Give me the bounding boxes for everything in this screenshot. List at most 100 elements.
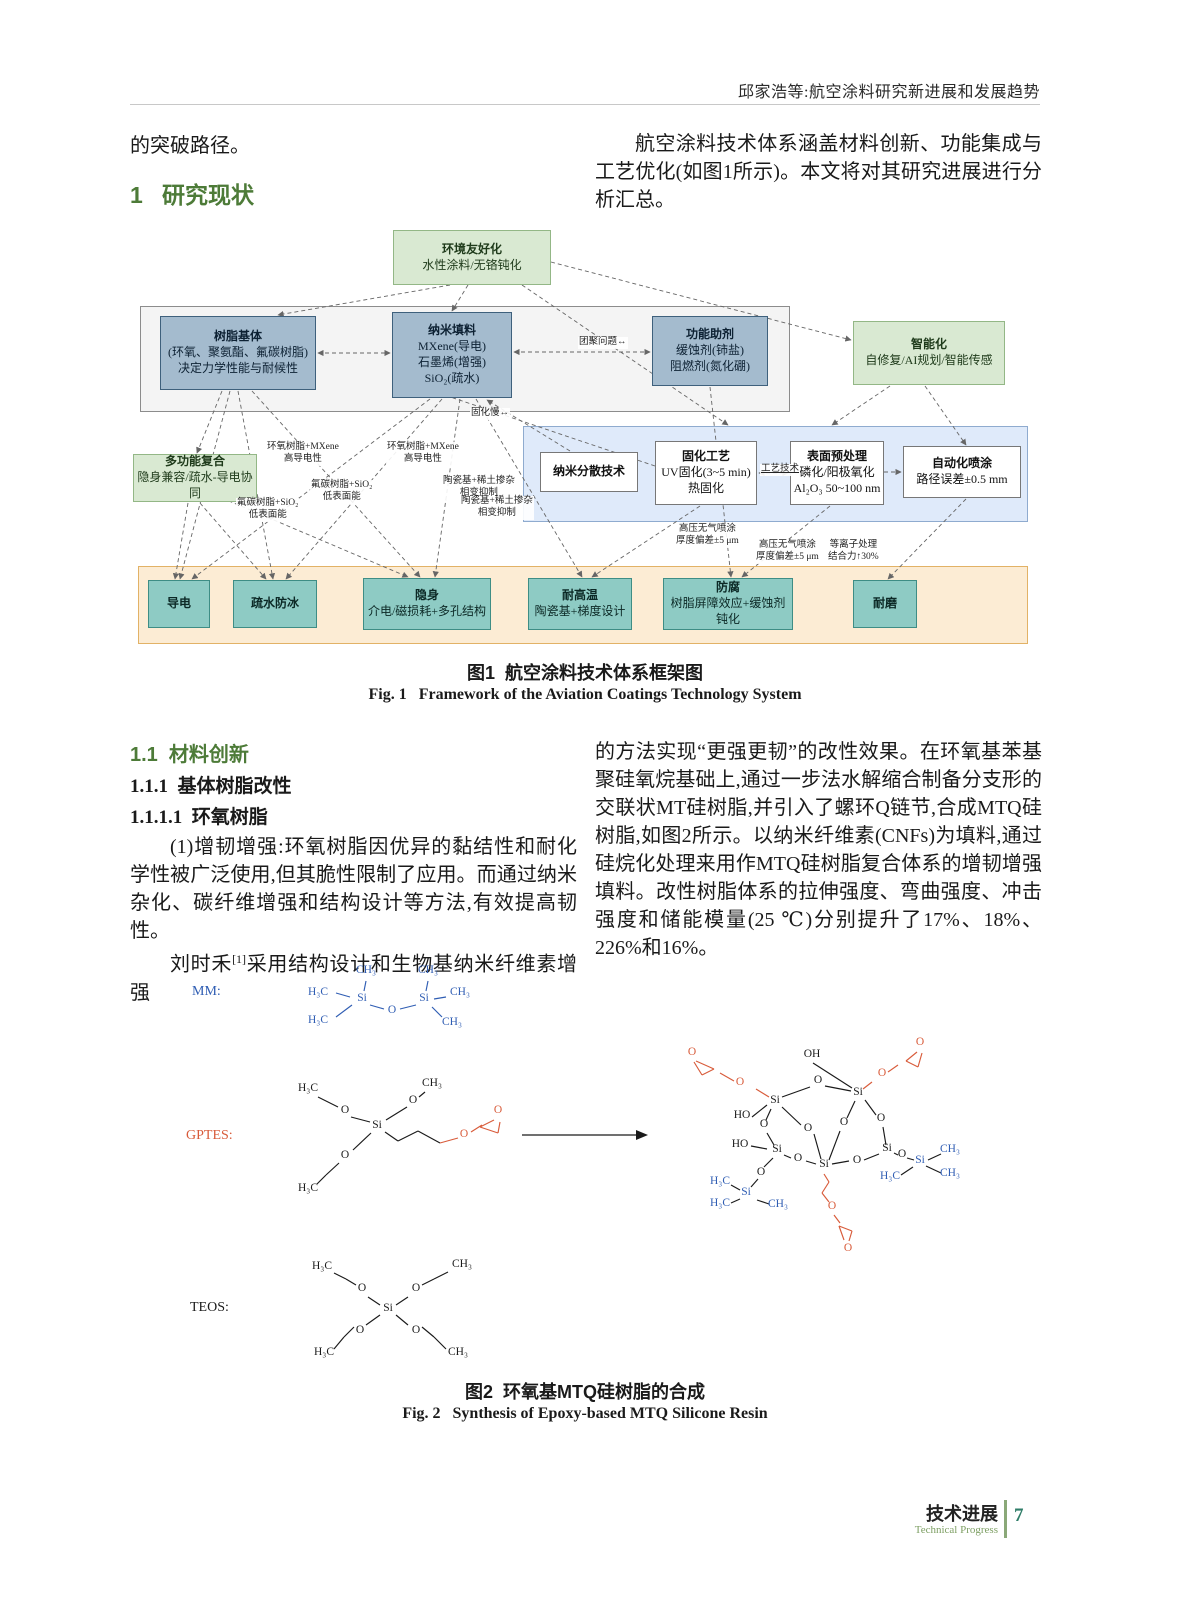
multifunction-box-text: 隐身兼容/疏水-导电协同 [137,470,253,500]
nano-filler-box-text: SiO₂(疏水) [424,370,480,385]
atom-label: CH₃ [768,1198,788,1210]
atom-label: O [757,1166,765,1178]
diagram-edge [486,399,571,452]
fluorocarbon-sio2-label-1-text: 低表面能 [322,491,361,502]
ceramic-rareearth-label-1: 陶瓷基+稀土掺杂相变抑制 [442,476,516,500]
page-number: 7 [1014,1505,1024,1526]
slow-curing-label-text: 固化慢↔ [471,408,510,418]
auto-spray-box-text: 路径误差±0.5 mm [916,472,1008,486]
bond [882,1126,887,1146]
bond [693,1061,703,1076]
airless-spray-label-1: 高压无气喷涂厚度偏差±5 μm [675,524,740,548]
wear-resistant-box: 耐磨 [853,580,917,628]
bond [812,1062,853,1089]
nano-filler-box-text: 石墨烯(增强) [418,355,486,369]
bond [418,1091,426,1098]
curing-box-text: 热固化 [687,480,724,495]
heat-resistant-box-text: 陶瓷基+梯度设计 [534,604,626,618]
bond [862,1081,873,1090]
right-column-text: 的方法实现“更强更韧”的改性效果。在环氧基苯基聚硅氧烷基础上,通过一步法水解缩合… [595,741,1042,959]
atom-label: H₃C [880,1170,900,1182]
smart-box: 智能化自修复/AI规划/智能传感 [853,321,1005,385]
bond [350,1116,371,1123]
bond [730,1184,741,1191]
atom-label: CH₃ [450,986,470,998]
nano-dispersion-box-text: 纳米分散技术 [552,464,625,479]
auto-spray-box: 自动化喷涂路径误差±0.5 mm [903,446,1021,498]
atom-label: O [341,1104,349,1116]
atom-label: H₃C [710,1197,730,1209]
bond [781,1086,811,1098]
bond [367,1296,381,1306]
atom-label: O [814,1074,822,1086]
reference-marker: [1] [232,952,247,966]
atom-label: O [412,1324,420,1336]
agglomeration-label: 团聚问题↔ [578,337,628,349]
plasma-label-text: 等离子处理 [829,540,878,550]
bond [325,1162,340,1176]
atom-label: O [804,1122,812,1134]
header-rule [130,104,1040,105]
bond [479,1126,499,1134]
atom-label: H₃C [312,1260,332,1272]
bond [316,1174,327,1185]
surface-pretreatment-box-text: 表面预处理 [806,449,867,464]
atom-label: Si [819,1158,829,1170]
footer-section-cn: 技术进展 [926,1504,998,1524]
bond [470,1124,483,1133]
epoxy-mxene-label-2-text: 高导电性 [403,453,442,464]
bond [750,1145,768,1150]
smart-box-text: 自修复/AI规划/智能传感 [865,353,993,367]
bond [833,1214,841,1224]
left-paragraph-2-text: 刘时禾 [170,953,233,976]
stealth-box-text: 介电/磁损耗+多孔结构 [367,604,487,618]
diagram-edge [432,398,461,578]
diagram-edge [591,505,701,578]
atom-label: O [409,1094,417,1106]
atom-label: H₃C [308,1014,328,1026]
bond [730,1198,741,1204]
bond [431,1006,443,1018]
ceramic-rareearth-label-2-text: 相变抑制 [477,507,516,518]
airless-spray-label-1-text: 高压无气喷涂 [678,524,736,534]
bond [719,1072,735,1082]
running-header: 邱家浩等:航空涂料研究新进展和发展趋势 [738,84,1040,101]
diagram-edge [221,497,409,578]
bond [783,1154,792,1159]
bond [433,996,447,1000]
atom-label: OH [804,1048,821,1060]
bond [838,1225,853,1232]
bond [384,1131,399,1142]
additive-box-text: 功能助剂 [685,327,734,342]
bond [695,1060,715,1070]
atom-label: O [460,1128,468,1140]
diagram-edge [199,502,267,580]
additive-box-text: 阻燃剂(氮化硼) [670,358,750,373]
bond [479,1119,495,1128]
epoxy-mxene-label-2-text: 环氧树脂+MXene [387,442,459,452]
atom-label: O [412,1282,420,1294]
atom-label: O [356,1324,364,1336]
bond [395,1314,409,1326]
bond [701,1068,715,1076]
bond [805,1160,817,1165]
bond [397,1130,419,1142]
bond [369,1004,385,1010]
bond [824,1085,852,1092]
figure1-caption-en: Fig. 1 Framework of the Aviation Coating… [368,686,802,703]
multifunction-box-text: 多功能复合 [164,454,225,469]
additive-box-text: 缓蚀剂(铈盐) [676,343,744,358]
resin-matrix-box-text: (环氧、聚氨酯、氟碳树脂) [168,345,308,360]
curing-box-text: UV固化(3~5 min) [661,465,751,480]
atom-label: O [760,1118,768,1130]
gptes-label: GPTES: [186,1128,233,1143]
bond [433,1336,447,1350]
airless-spray-label-2-text: 厚度偏差±5 μm [756,551,819,562]
left-paragraph-2-text: 采用结构设计和生物基纳米纤维素增强 [130,953,578,1004]
atom-label: CH₃ [356,964,376,976]
